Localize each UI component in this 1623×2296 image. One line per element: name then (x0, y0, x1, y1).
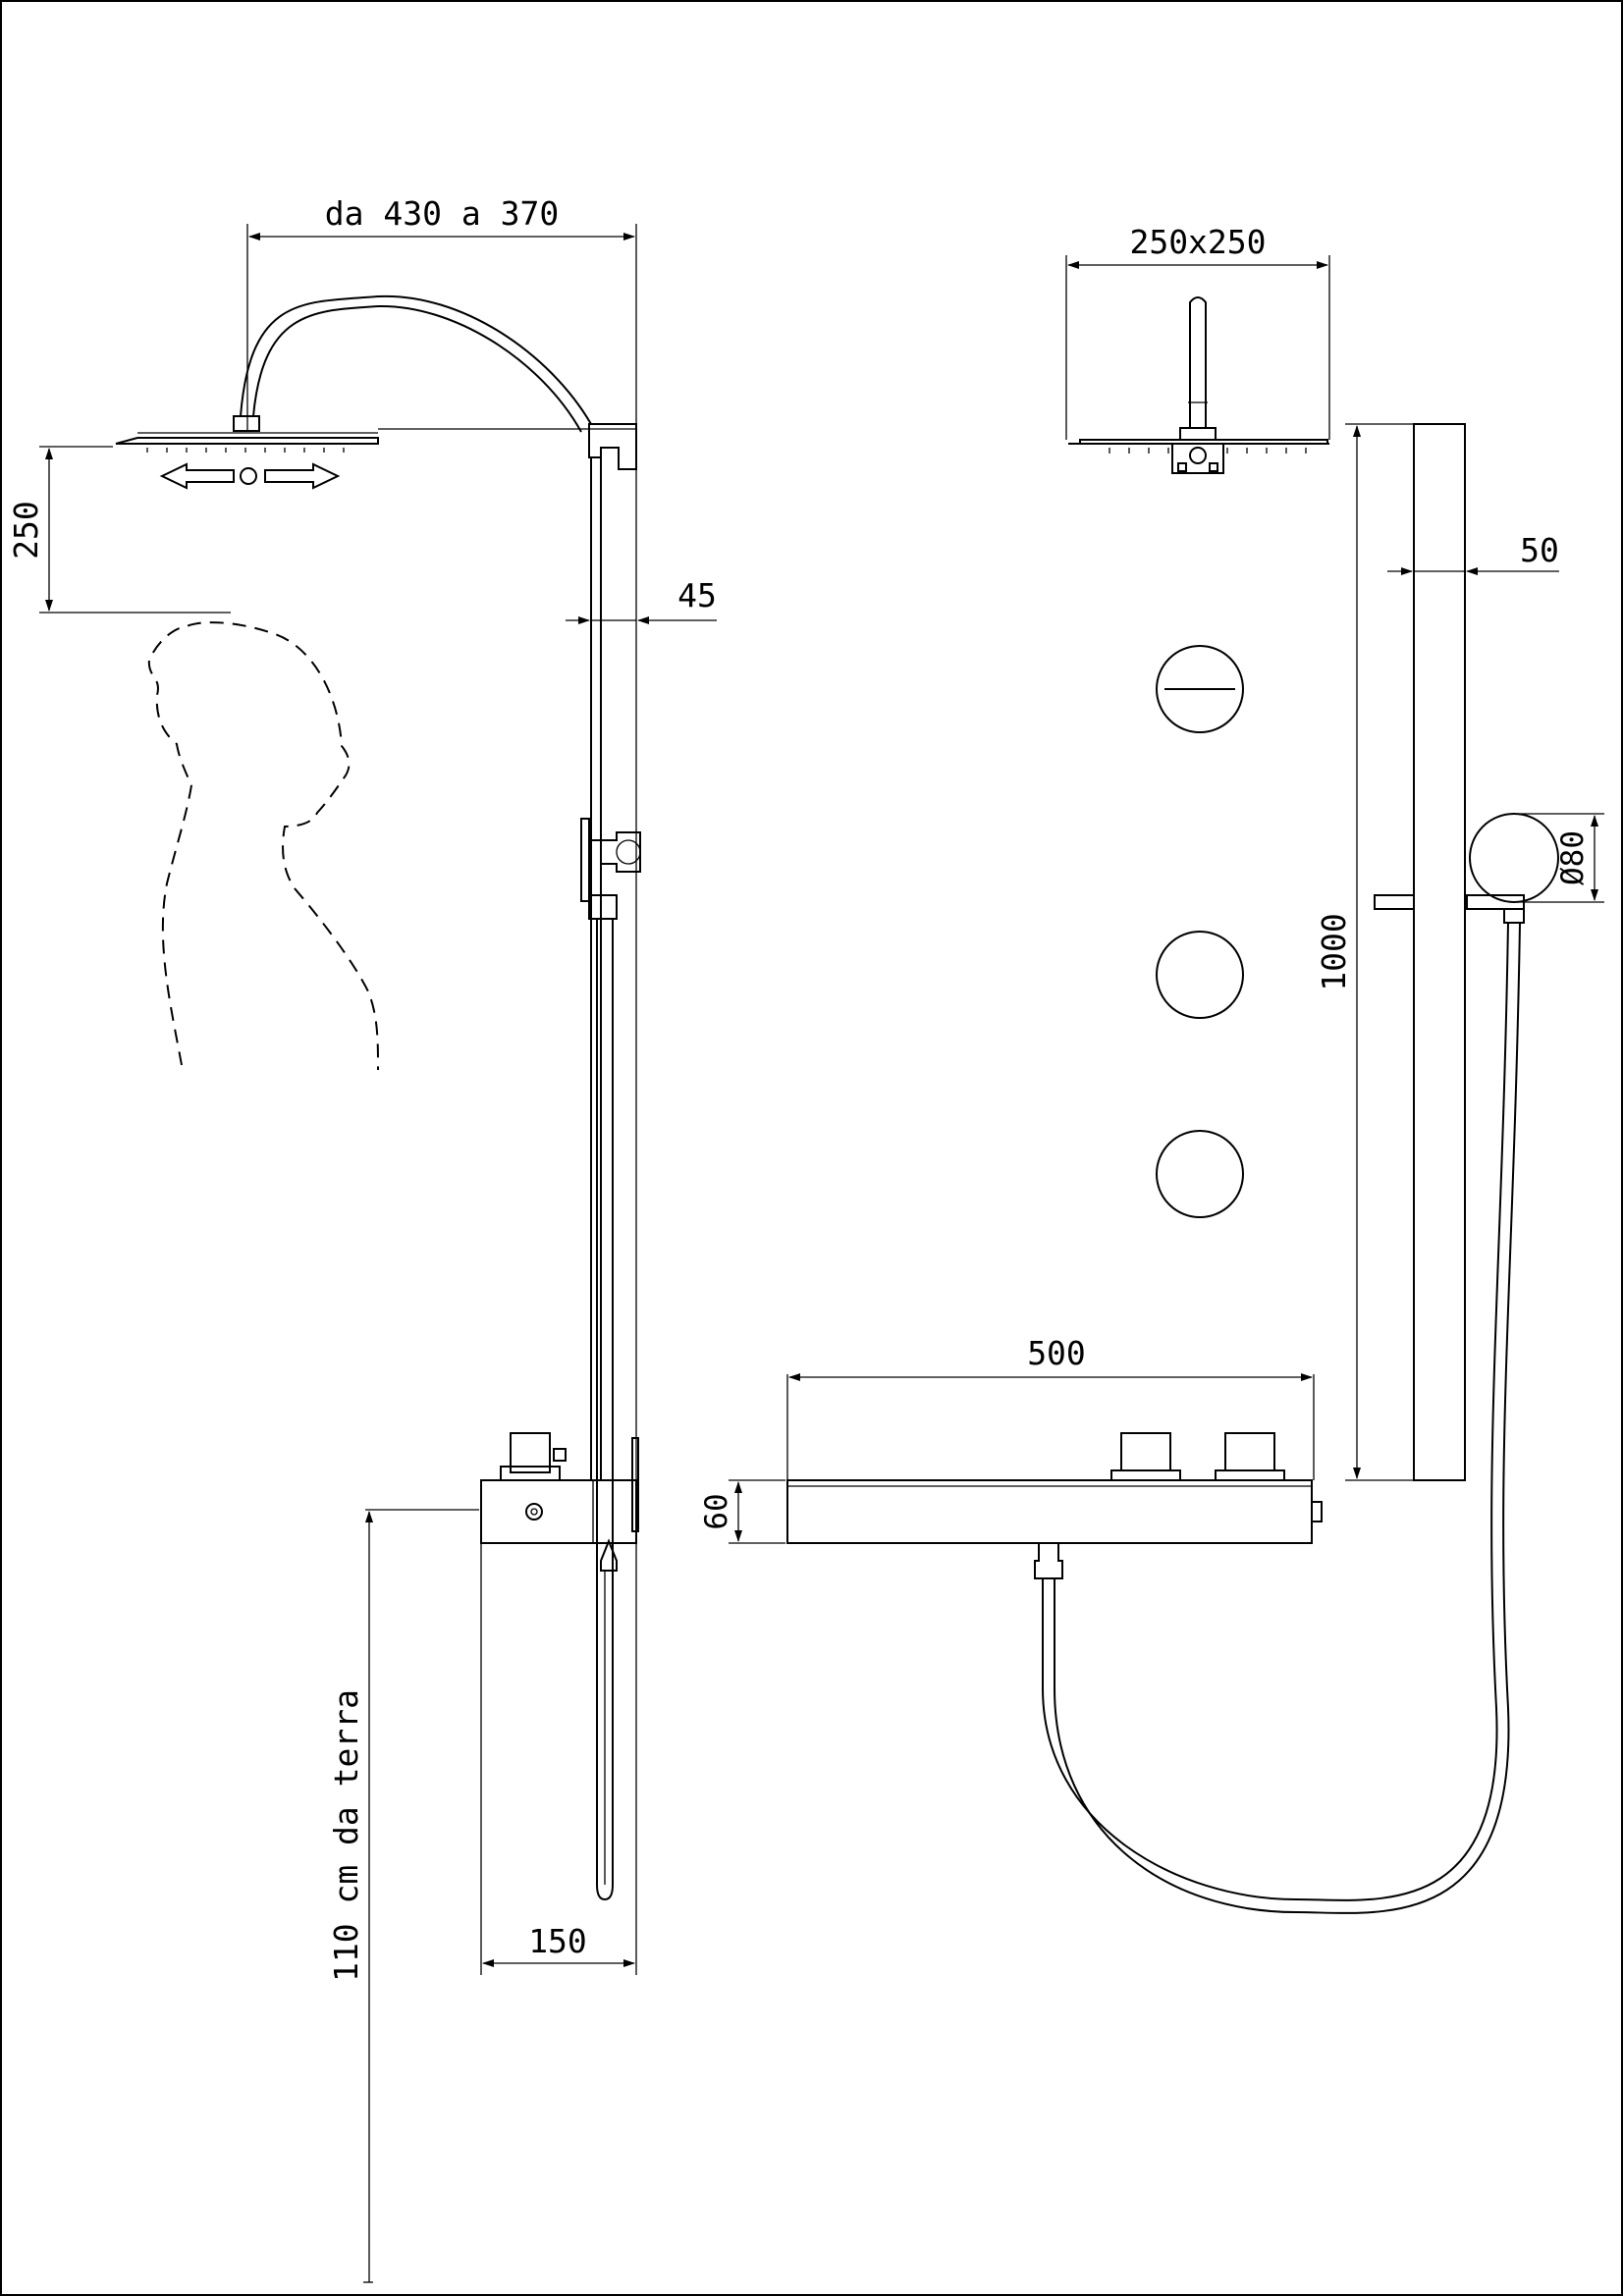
wall-offset-label: 50 (1520, 531, 1559, 569)
mixer-knob-left (1120, 1432, 1171, 1471)
shelf-front (786, 1479, 1313, 1544)
shelf-depth-label: 150 (528, 1922, 587, 1960)
arm-length-label: da 430 a 370 (325, 194, 559, 233)
mixer-knob-left-base (1110, 1469, 1181, 1481)
side-view: da 430 a 370 250 (7, 194, 717, 2283)
arrow-right-icon (264, 462, 341, 490)
rail-length-label: 1000 (1315, 913, 1353, 990)
knob-diameter-label: Ø80 (1555, 830, 1591, 885)
shower-arm (240, 294, 592, 425)
shelf-hose-connector (1034, 1542, 1063, 1579)
shelf-width-label: 500 (1027, 1334, 1086, 1372)
shelf-outlet (1311, 1501, 1323, 1522)
hose-outer (1042, 922, 1509, 1901)
holder-knob (1469, 813, 1559, 903)
arrow-left-icon (159, 462, 235, 490)
hand-shower-grip (600, 1538, 618, 1572)
head-joint-icon (1189, 447, 1207, 464)
shelf-side (480, 1479, 637, 1544)
mixer-knob-right-base (1215, 1469, 1285, 1481)
head-height-label: 250 (7, 501, 45, 560)
mixer-knob-right (1224, 1432, 1275, 1471)
arm-connector (588, 423, 637, 470)
shower-arm-inner (252, 304, 582, 433)
shelf-button-icon (525, 1503, 543, 1521)
shelf-button-dot-icon (530, 1508, 538, 1516)
head-size-label: 250x250 (1129, 223, 1266, 261)
hand-shower-holder-side (580, 818, 641, 920)
slider-bar-left (1374, 894, 1415, 910)
control-circle-top (1156, 645, 1244, 733)
control-circle-bottom (1156, 1130, 1244, 1218)
human-silhouette (147, 621, 379, 1071)
shower-head-side (115, 415, 379, 490)
hose-inner (1054, 922, 1521, 1914)
side-knob-cap (553, 1448, 567, 1462)
rail-offset-label: 45 (677, 576, 717, 614)
side-knob (510, 1432, 551, 1473)
shower-head-front (1068, 296, 1329, 474)
rail-front (1413, 423, 1466, 1481)
holder-cone (1503, 908, 1525, 924)
shelf-height-label: 60 (699, 1493, 734, 1529)
hand-shower-side (596, 919, 614, 1901)
pivot-circle-icon (240, 467, 257, 485)
floor-height-label: 110 cm da terra (327, 1689, 365, 1982)
wall-bracket-lower (631, 1437, 639, 1532)
front-view: 250x250 1000 50 (699, 223, 1604, 1914)
control-circle-middle (1156, 931, 1244, 1019)
